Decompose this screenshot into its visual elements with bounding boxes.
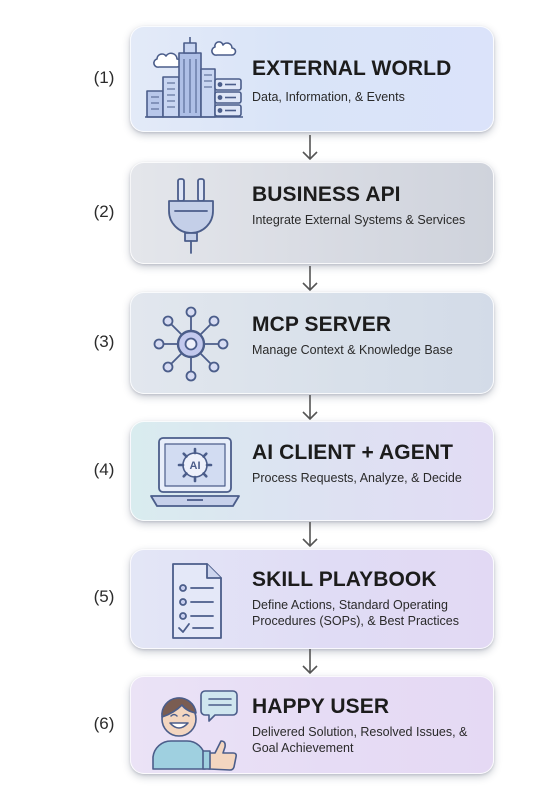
step-card-mcp-server: MCP SERVER Manage Context & Knowledge Ba… [130,292,494,394]
arrow-down-icon [300,264,320,294]
network-hub-icon [143,301,253,387]
step-card-business-api: BUSINESS API Integrate External Systems … [130,162,494,264]
step-number-1: (1) [93,68,115,87]
checklist-document-icon [143,558,253,644]
step-title: BUSINESS API [252,183,401,206]
step-number-6: (6) [93,714,115,733]
happy-user-thumbs-up-icon [143,685,253,771]
step-number-2: (2) [93,202,115,221]
step-description: Integrate External Systems & Services [252,213,466,227]
laptop-ai-icon: AI [143,430,253,516]
step-title: HAPPY USER [252,695,390,718]
step-card-happy-user: HAPPY USER Delivered Solution, Resolved … [130,676,494,774]
step-description: Manage Context & Knowledge Base [252,343,453,357]
step-title: MCP SERVER [252,313,392,336]
step-title: AI CLIENT + AGENT [252,441,454,464]
plug-icon [143,171,253,257]
step-number-4: (4) [93,460,115,479]
arrow-down-icon [300,647,320,677]
step-title: EXTERNAL WORLD [252,57,452,80]
step-description: Define Actions, Standard Operating Proce… [252,598,460,628]
step-number-5: (5) [93,587,115,606]
step-description: Delivered Solution, Resolved Issues, & G… [252,725,468,755]
step-number-3: (3) [93,332,115,351]
svg-text:AI: AI [190,460,201,472]
city-server-icon [143,35,253,121]
arrow-down-icon [300,133,320,163]
step-card-ai-client-agent: AI AI CLIENT + AGENT Process Requests, A… [130,421,494,521]
step-title: SKILL PLAYBOOK [252,568,437,591]
step-card-skill-playbook: SKILL PLAYBOOK Define Actions, Standard … [130,549,494,649]
step-description: Data, Information, & Events [252,90,405,104]
step-card-external-world: EXTERNAL WORLD Data, Information, & Even… [130,26,494,132]
step-description: Process Requests, Analyze, & Decide [252,471,462,485]
arrow-down-icon [300,393,320,423]
arrow-down-icon [300,520,320,550]
